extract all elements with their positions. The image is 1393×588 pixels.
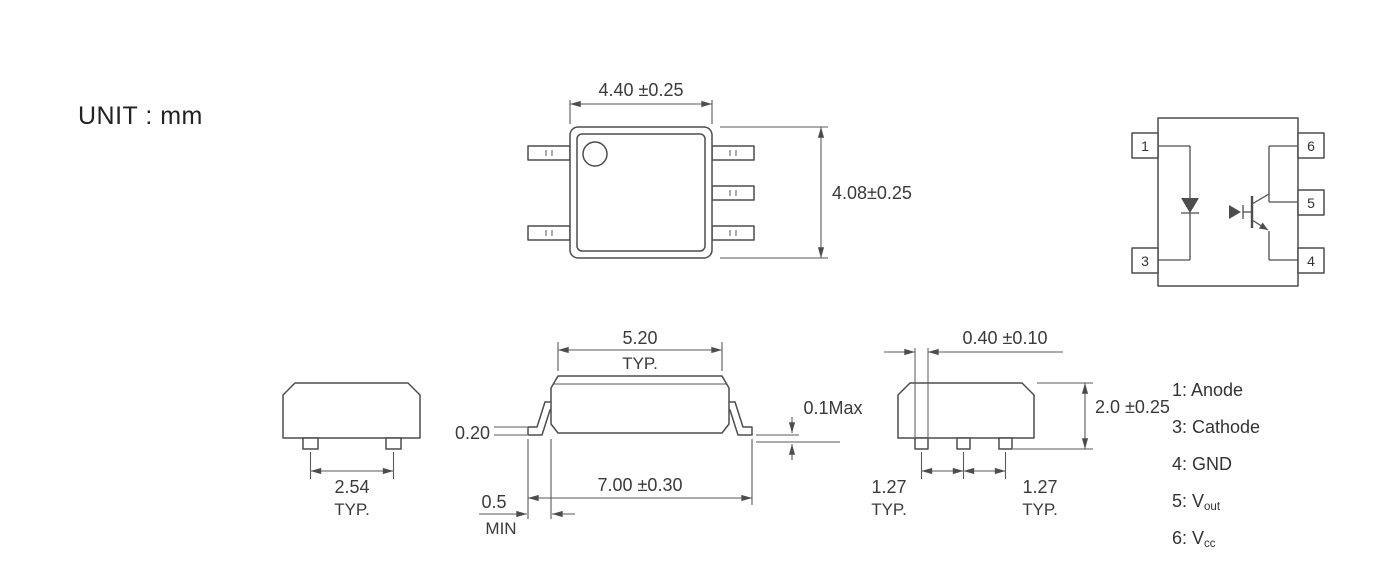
pin-list-item: 1: Anode bbox=[1172, 380, 1243, 400]
schematic-pin-box-3: 3 bbox=[1131, 247, 1159, 274]
side-view-left-body bbox=[282, 382, 421, 439]
lead-span-dimension: 7.00 ±0.30 bbox=[528, 439, 753, 505]
pin-number-6: 6 bbox=[1307, 138, 1315, 154]
width-dimension-label: 4.40 ±0.25 bbox=[599, 80, 684, 100]
pitch-b-qualifier: TYP. bbox=[1022, 500, 1058, 519]
front-view: 5.20 TYP. 0.20 0.5 MIN 7.00 ±0.30 bbox=[455, 328, 863, 538]
body-width-dimension: 5.20 TYP. bbox=[557, 328, 723, 373]
pin-number-1: 1 bbox=[1141, 138, 1149, 154]
schematic-pin-box-1: 1 bbox=[1131, 132, 1159, 159]
package-height-label: 2.0 ±0.25 bbox=[1095, 397, 1170, 417]
lead-width-dimension: 0.40 ±0.10 bbox=[884, 328, 1063, 437]
top-view: 4.40 ±0.25 4.08±0.25 bbox=[527, 80, 912, 259]
standoff-dimension: 0.1Max bbox=[756, 398, 863, 460]
top-view-height-dimension: 4.08±0.25 bbox=[720, 126, 912, 259]
package-height-dimension: 2.0 ±0.25 bbox=[1013, 382, 1170, 450]
pitch-b-label: 1.27 bbox=[1022, 477, 1057, 497]
body-width-label: 5.20 bbox=[622, 328, 657, 348]
internal-schematic: 1 6 3 5 4 bbox=[1131, 117, 1325, 287]
schematic-pin-box-5: 5 bbox=[1297, 189, 1325, 216]
lead-pitch-dimension: 2.54 TYP. bbox=[309, 452, 395, 519]
unit-label: UNIT : mm bbox=[78, 102, 203, 130]
lead-thickness-dimension: 0.20 bbox=[455, 423, 527, 443]
lead-pitch-qualifier: TYP. bbox=[334, 500, 370, 519]
pin-list-item: 4: GND bbox=[1172, 454, 1232, 474]
side-view-right: 0.40 ±0.10 2.0 ±0.25 1.27 TYP. 1.27 TYP. bbox=[871, 328, 1170, 519]
lead-width-label: 0.40 ±0.10 bbox=[963, 328, 1048, 348]
top-view-body bbox=[569, 126, 713, 259]
side-view-left: 2.54 TYP. bbox=[282, 382, 421, 519]
lead-pitch-dimensions: 1.27 TYP. 1.27 TYP. bbox=[871, 452, 1058, 519]
top-view-body-inner bbox=[576, 133, 706, 252]
front-view-body bbox=[550, 375, 730, 434]
pin-list-item: 3: Cathode bbox=[1172, 417, 1260, 437]
side-view-left-lead bbox=[302, 437, 319, 450]
led-symbol bbox=[1158, 145, 1199, 261]
side-view-left-lead bbox=[385, 437, 402, 450]
pin-number-3: 3 bbox=[1141, 253, 1149, 269]
height-dimension-label: 4.08±0.25 bbox=[832, 183, 912, 203]
pitch-a-qualifier: TYP. bbox=[871, 500, 907, 519]
phototransistor-symbol bbox=[1250, 145, 1298, 261]
foot-length-dimension: 0.5 MIN bbox=[479, 439, 575, 538]
foot-length-label: 0.5 bbox=[481, 492, 506, 512]
schematic-pin-box-6: 6 bbox=[1297, 132, 1325, 159]
side-view-right-lead bbox=[914, 437, 929, 450]
standoff-label: 0.1Max bbox=[803, 398, 862, 418]
pin-number-4: 4 bbox=[1307, 253, 1315, 269]
pin-list-item: 5: Vout bbox=[1172, 491, 1221, 513]
pin-number-5: 5 bbox=[1307, 195, 1315, 211]
schematic-pin-box-4: 4 bbox=[1297, 247, 1325, 274]
top-view-pins-right bbox=[711, 145, 755, 241]
front-view-lead-left bbox=[527, 401, 551, 436]
side-view-right-body bbox=[897, 382, 1035, 439]
body-width-qualifier: TYP. bbox=[622, 354, 658, 373]
side-view-right-lead bbox=[998, 437, 1013, 450]
lead-span-label: 7.00 ±0.30 bbox=[598, 475, 683, 495]
lead-thickness-label: 0.20 bbox=[455, 423, 490, 443]
photodiode-symbol bbox=[1229, 205, 1252, 219]
front-view-lead-right bbox=[729, 401, 753, 436]
top-view-pins-left bbox=[527, 145, 571, 241]
pin-function-list: 1: Anode 3: Cathode 4: GND 5: Vout 6: Vc… bbox=[1172, 380, 1260, 550]
pin1-mark-circle bbox=[582, 141, 608, 167]
foot-length-qualifier: MIN bbox=[485, 519, 516, 538]
top-view-width-dimension: 4.40 ±0.25 bbox=[569, 80, 713, 124]
pitch-a-label: 1.27 bbox=[871, 477, 906, 497]
side-view-right-lead bbox=[956, 437, 971, 450]
lead-pitch-label: 2.54 bbox=[334, 477, 369, 497]
pin-list-item: 6: Vcc bbox=[1172, 528, 1216, 550]
